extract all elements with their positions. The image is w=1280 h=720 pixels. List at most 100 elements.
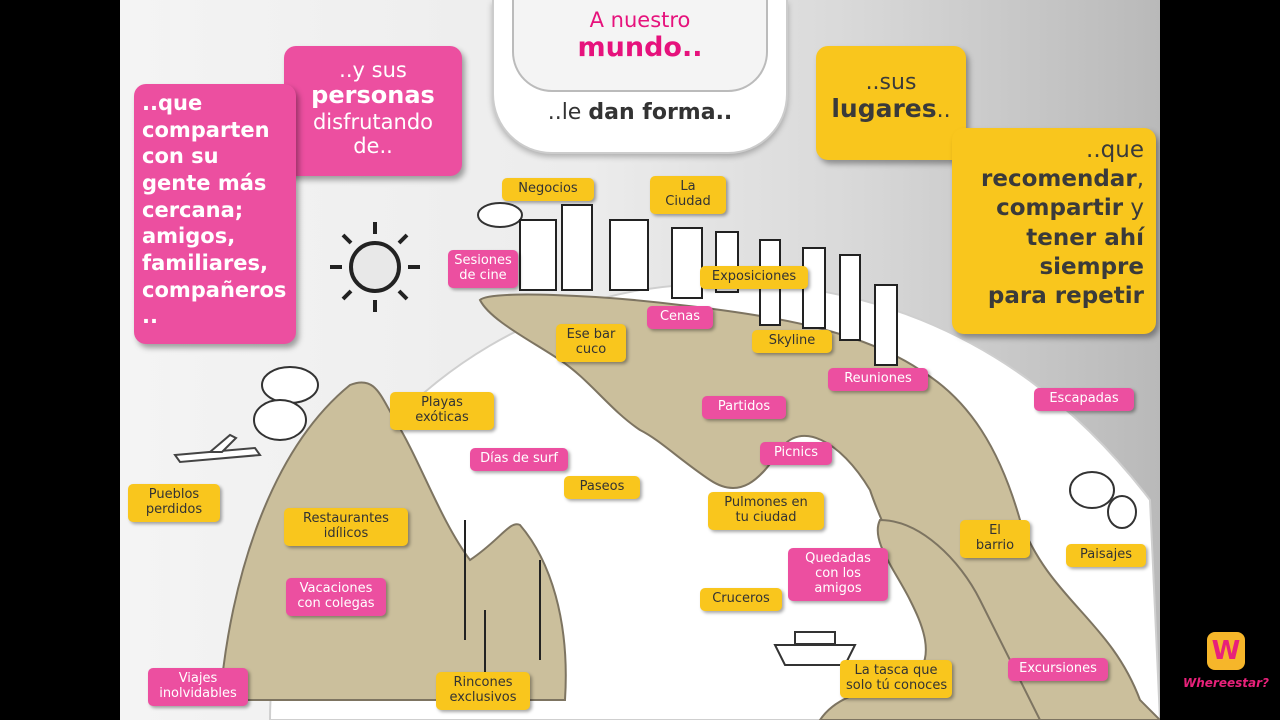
tag-line: Skyline [768, 333, 816, 348]
tag-line: solo tú conoces [846, 677, 948, 693]
tag-negocios: Negocios [502, 178, 594, 201]
callout-recomendar-l1: ..que [1086, 137, 1144, 163]
tag-line: perdidos [145, 501, 203, 517]
tag-line: Reuniones [844, 371, 912, 386]
tag-line: Partidos [717, 399, 771, 414]
tag-line: Vacaciones [299, 581, 373, 596]
tag-line: de cine [459, 267, 507, 283]
tag-line: cuco [575, 341, 607, 357]
tag-line: exóticas [415, 409, 469, 425]
callout-comparten-line: compañeros [142, 277, 287, 302]
callout-lugares-l2-word: lugares [831, 94, 937, 124]
tag-line: Quedadas [805, 551, 871, 566]
tag-skyline: Skyline [752, 330, 832, 353]
callout-comparten-line: familiares, [142, 250, 269, 275]
tag-excursiones: Excursiones [1008, 658, 1108, 681]
tag-line: Viajes [178, 671, 218, 686]
callout-comparten-line: ..que [142, 91, 203, 115]
tag-line: El [989, 523, 1001, 538]
callout-recomendar-l3-word: compartir [996, 195, 1124, 222]
tag-line: Cenas [659, 309, 701, 324]
callout-lugares-l2: lugares.. [816, 94, 966, 124]
title-inner: A nuestro mundo.. [512, 0, 768, 92]
callout-comparten-line: gente más [142, 170, 267, 195]
callout-comparten-line: .. [142, 304, 158, 329]
title-line3: ..le dan forma.. [494, 100, 786, 125]
callout-personas: ..y sus personas disfrutando de.. [284, 46, 462, 176]
callout-recomendar-l2-comma: , [1136, 166, 1144, 193]
callout-recomendar-l3: compartir y [964, 194, 1144, 223]
tag-cruceros: Cruceros [700, 588, 782, 611]
callout-lugares-l1: ..sus [865, 70, 917, 95]
tag-line: Exposiciones [711, 269, 797, 284]
callout-comparten-line: cercana; [142, 197, 244, 222]
tag-line: Ciudad [665, 193, 711, 209]
tag-cenas: Cenas [647, 306, 713, 329]
tag-line: Sesiones [454, 253, 512, 268]
callout-recomendar-l2: recomendar, [964, 165, 1144, 194]
callout-recomendar-l2-word: recomendar [981, 166, 1137, 193]
callout-comparten-line: comparten [142, 117, 270, 142]
tag-line: exclusivos [449, 689, 517, 705]
tag-line: La [680, 179, 696, 194]
callout-personas-l1: ..y sus [339, 58, 407, 82]
tag-line: Ese bar [566, 327, 616, 342]
tag-line: idílicos [323, 525, 369, 541]
cruise-ship-icon [773, 631, 857, 666]
cloud-icons [253, 202, 1137, 529]
tag-line: tu ciudad [735, 509, 797, 525]
tag-partidos: Partidos [702, 396, 786, 419]
title-line3-a: ..le [547, 100, 582, 125]
tag-line: Excursiones [1019, 661, 1097, 676]
callout-recomendar-l4: tener ahí [1026, 224, 1144, 251]
tag-line: Negocios [518, 181, 578, 196]
tag-paseos: Paseos [564, 476, 640, 499]
tag-line: con colegas [297, 595, 375, 611]
callout-comparten-line: con su [142, 144, 219, 169]
tag-line: Pueblos [148, 487, 200, 502]
tag-line: Pulmones en [724, 495, 808, 510]
callout-recomendar-l3-y: y [1123, 195, 1144, 222]
slide: A nuestro mundo.. ..le dan forma.. ..y s… [120, 0, 1160, 720]
skyline-buildings [519, 204, 898, 366]
callout-recomendar: ..que recomendar, compartir y tener ahí … [952, 128, 1156, 334]
sun-icon [330, 222, 420, 312]
tag-reuniones: Reuniones [828, 368, 928, 391]
callout-personas-l4: de.. [353, 133, 393, 158]
callout-comparten-line: amigos, [142, 224, 236, 249]
tag-line: Paseos [579, 479, 625, 494]
callout-personas-l2: personas [311, 81, 435, 110]
tag-paisajes: Paisajes [1066, 544, 1146, 567]
tag-line: Escapadas [1049, 391, 1119, 406]
tag-line: La tasca que [854, 663, 938, 678]
tag-line: inolvidables [159, 685, 237, 701]
title-line2: mundo.. [577, 32, 703, 63]
tag-line: Cruceros [712, 591, 770, 606]
tag-line: barrio [975, 537, 1015, 553]
airplane-icon [173, 433, 262, 464]
callout-recomendar-l6: para repetir [987, 283, 1144, 310]
tag-line: con los [815, 565, 861, 581]
logo-mark-letter: W [1211, 636, 1241, 666]
tag-line: Restaurantes [303, 511, 389, 526]
tag-line: Playas [421, 395, 463, 410]
tag-line: amigos [814, 580, 862, 596]
tag-line: Paisajes [1080, 547, 1132, 562]
callout-lugares: ..sus lugares.. [816, 46, 966, 160]
callout-recomendar-l5: siempre [1039, 253, 1144, 280]
tag-line: Días de surf [480, 451, 558, 466]
